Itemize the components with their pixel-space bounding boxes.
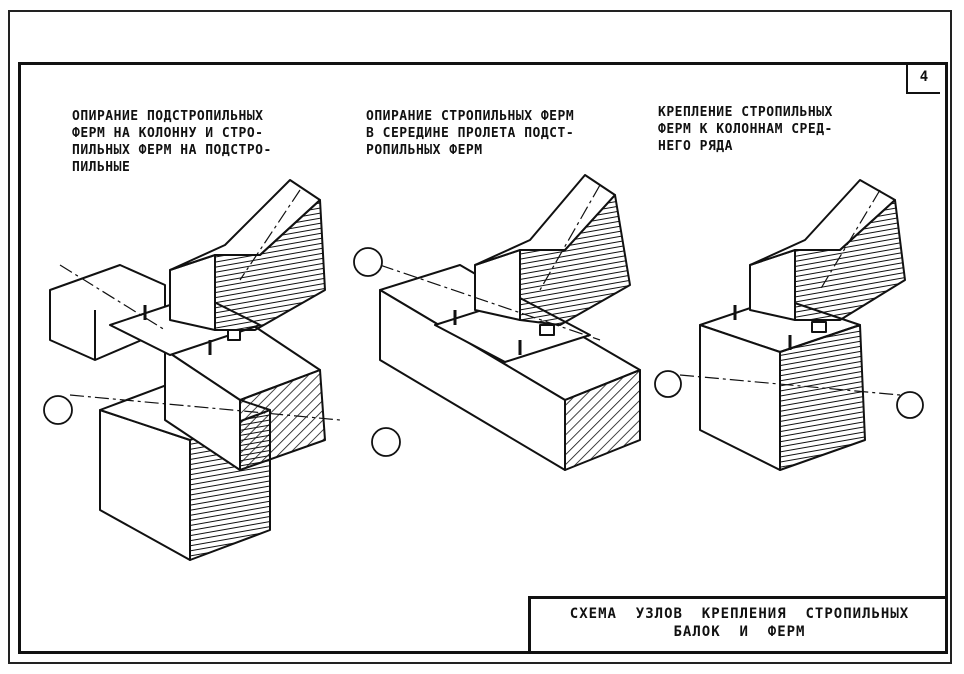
sheet-number: 4	[906, 62, 940, 94]
sub-truss-right-end	[239, 369, 326, 471]
node-2-drawing	[353, 174, 641, 471]
rafter-truss-side-2	[519, 194, 631, 326]
caption-node-2: ОПИРАНИЕ СТРОПИЛЬНЫХ ФЕРМ В СЕРЕДИНЕ ПРО…	[366, 109, 575, 158]
axis-bubble-3b	[896, 391, 924, 419]
node-1-drawing	[43, 179, 401, 561]
rafter-truss-front-2	[474, 249, 521, 321]
caption-node-3: КРЕПЛЕНИЕ СТРОПИЛЬНЫХ ФЕРМ К КОЛОННАМ СР…	[658, 105, 833, 154]
drawing-title: СХЕМА УЗЛОВ КРЕПЛЕНИЯ СТРОПИЛЬНЫХ БАЛОК …	[569, 606, 910, 640]
rafter-truss-front-3	[749, 249, 796, 321]
title-block: СХЕМА УЗЛОВ КРЕПЛЕНИЯ СТРОПИЛЬНЫХ БАЛОК …	[528, 596, 948, 651]
drawing-inner-frame	[18, 62, 948, 654]
rafter-truss-side	[214, 199, 326, 331]
axis-bubble-2	[353, 247, 383, 277]
node-3-drawing	[654, 179, 924, 471]
axis-bubble-1a	[43, 395, 73, 425]
axis-bubble-1b	[371, 427, 401, 457]
rafter-truss-side-3	[794, 199, 906, 321]
drawing-outer-frame	[8, 10, 952, 664]
sub-truss-end	[564, 369, 641, 471]
caption-node-1: ОПИРАНИЕ ПОДСТРОПИЛЬНЫХ ФЕРМ НА КОЛОННУ …	[72, 109, 272, 175]
column-side-3	[779, 324, 866, 471]
axis-bubble-3a	[654, 370, 682, 398]
